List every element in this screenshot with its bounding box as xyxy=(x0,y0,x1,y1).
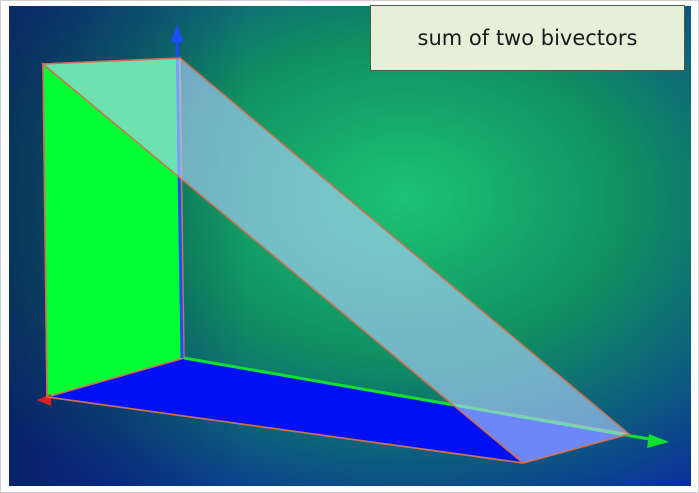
bivector-scene xyxy=(9,6,691,486)
plane-edge-bottom xyxy=(46,396,524,464)
plane-edge-left xyxy=(42,63,48,398)
caption-box: sum of two bivectors xyxy=(370,5,685,71)
sum-bivector-plane xyxy=(41,57,631,464)
z-axis-arrowhead xyxy=(171,24,183,42)
caption-text: sum of two bivectors xyxy=(417,26,638,50)
x-axis-arrowhead xyxy=(647,434,669,448)
